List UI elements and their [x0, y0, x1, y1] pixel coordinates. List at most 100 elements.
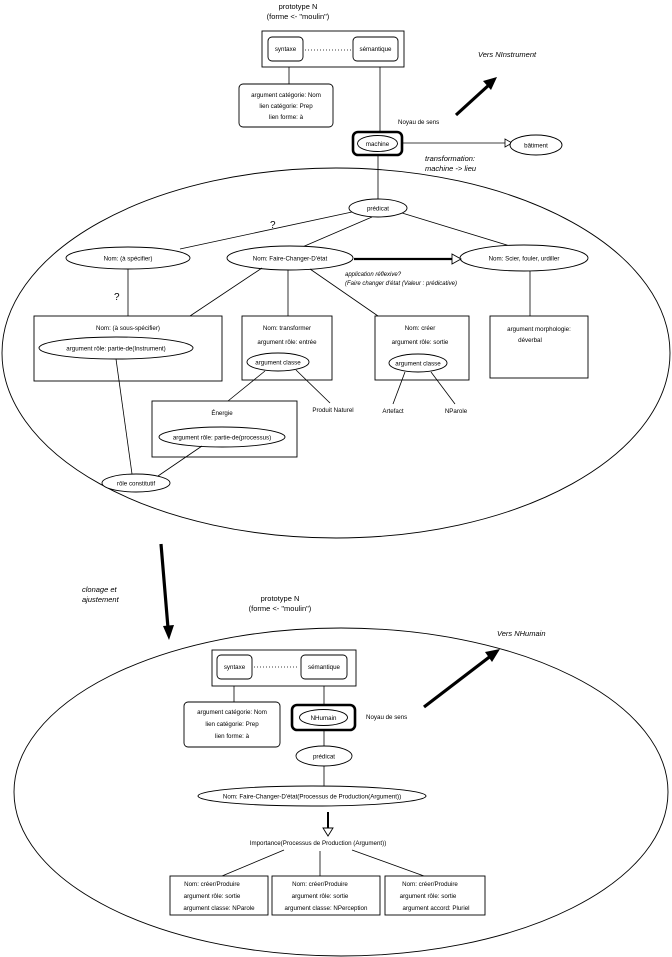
top-vers-arrowhead — [483, 77, 497, 90]
bottom-prototype-form: (forme <- "moulin") — [249, 604, 312, 613]
box2-classe-ellipse — [246, 352, 310, 372]
box1-role-label: argument rôle: partie-de(Instrument) — [66, 346, 165, 353]
bottom-box1 — [169, 875, 269, 916]
box1-title: Nom: (à sous-spécifier) — [96, 325, 160, 332]
bottom-box2 — [271, 875, 381, 916]
transformation-line: transformation: — [425, 154, 475, 163]
bottom-syntax-info-line: lien catégorie: Prep — [205, 721, 259, 728]
box3-to-parole — [430, 371, 456, 405]
parole-label: NParole — [445, 408, 468, 415]
bottom-box2-line: argument rôle: sortie — [292, 893, 349, 900]
top-prototype-form: (forme <- "moulin") — [267, 12, 330, 21]
bottom-faire-changer-ellipse — [197, 785, 427, 807]
box3-classe-ellipse — [388, 353, 448, 373]
question-mark: ? — [114, 292, 120, 303]
clonage-line: clonage et — [82, 585, 118, 594]
bottom-vers-arrow — [423, 653, 493, 709]
predicat-to-a-specifier — [179, 211, 353, 250]
box3-title: Nom: créer — [405, 325, 436, 332]
produit-naturel-label: Produit Naturel — [312, 407, 353, 414]
bottom-box2-line: Nom: créer/Produire — [292, 881, 348, 888]
question-mark: ? — [270, 220, 276, 231]
bottom-syntax-info-line: lien forme: à — [215, 733, 250, 740]
application-line: (Faire changer d'état (Valeur : prédicat… — [345, 281, 457, 287]
top-syntax-info-box — [238, 83, 334, 128]
box1-to-role-constitutif — [115, 358, 133, 475]
application-line: application réflexive? — [345, 272, 402, 278]
importance-to-box3 — [351, 849, 425, 877]
bottom-semantique-box — [300, 654, 348, 680]
box4-line: déverbal — [518, 337, 542, 344]
top-predicat-ellipse — [348, 198, 408, 218]
top-predicat-label: prédicat — [367, 206, 389, 213]
predicat-to-scier — [401, 212, 511, 247]
bottom-semantique-label: sémantique — [308, 664, 341, 671]
importance-to-box1 — [221, 849, 285, 877]
bottom-core-ellipse — [299, 709, 348, 726]
bottom-vers-arrowhead — [485, 649, 500, 662]
batiment-ellipse — [509, 134, 563, 156]
bottom-box2-line: argument classe: NPerception — [285, 905, 368, 912]
bottom-box3 — [384, 875, 486, 916]
predicat-to-faire-changer — [299, 216, 373, 249]
energie-role-ellipse — [158, 426, 286, 448]
role-constitutif-label: rôle constitutif — [117, 481, 155, 488]
faire-changer-to-box1 — [189, 267, 263, 317]
box4-line: argument morphologie: — [507, 326, 571, 333]
top-syntaxe-label: syntaxe — [275, 46, 297, 53]
energie-to-role-constitutif — [157, 445, 203, 477]
box2-classe-label: argument classe — [255, 360, 301, 367]
top-syntax-info-line: lien forme: à — [269, 114, 304, 121]
bottom-box1-line: Nom: créer/Produire — [184, 881, 240, 888]
batiment-label: bâtiment — [524, 143, 548, 150]
bottom-syntax-info-line: argument catégorie: Nom — [197, 709, 267, 716]
clonage-arrow — [159, 543, 170, 629]
bottom-syntax-info-box — [183, 701, 281, 748]
box2-role: argument rôle: entrée — [257, 339, 317, 346]
nom-faire-changer-ellipse — [226, 245, 354, 271]
importance-label: Importance(Processus de Production (Argu… — [250, 840, 387, 847]
box2-title: Nom: transformer — [263, 325, 311, 332]
bottom-box3-line: Nom: créer/Produire — [402, 881, 458, 888]
faire-changer-to-box3 — [309, 268, 379, 317]
bottom-core-label: NHumain — [311, 715, 337, 722]
box4 — [489, 315, 589, 379]
top-vers-label: Vers NInstrument — [478, 50, 537, 59]
top-semantique-label: sémantique — [360, 46, 393, 53]
energie-title: Énergie — [211, 410, 233, 417]
top-noyau-label: Noyau de sens — [398, 119, 439, 126]
top-vers-arrow — [454, 82, 492, 117]
nom-a-specifier-label: Nom: (à spécifier) — [104, 256, 153, 263]
box3-to-artefact — [392, 371, 406, 405]
clonage-arrowhead — [163, 625, 174, 640]
clonage-line: ajustement — [82, 595, 120, 604]
top-core-ellipse — [357, 135, 398, 152]
bottom-syntaxe-label: syntaxe — [224, 664, 246, 671]
open-arrowhead — [504, 138, 513, 148]
open-arrowhead — [451, 253, 462, 265]
top-syntax-info-line: argument catégorie: Nom — [251, 92, 321, 99]
top-prototype-title: prototype N — [279, 2, 318, 11]
energie-role-label: argument rôle: partie-de(processus) — [173, 435, 271, 442]
bottom-prototype-title: prototype N — [261, 594, 300, 603]
top-syntax-info-line: lien catégorie: Prep — [259, 103, 313, 110]
top-big-ellipse — [1, 167, 671, 539]
bottom-faire-changer-label: Nom: Faire-Changer-D'état(Processus de P… — [223, 794, 401, 801]
bottom-big-ellipse — [13, 627, 669, 957]
nom-scier-label: Nom: Scier, fouler, urdiller — [489, 256, 560, 263]
box2-to-produit — [295, 369, 331, 404]
bottom-box1-line: argument classe: NParole — [183, 905, 255, 912]
bottom-noyau-label: Noyau de sens — [366, 714, 407, 721]
top-semantique-box — [352, 36, 399, 62]
bottom-vers-label: Vers NHumain — [497, 629, 546, 638]
box3-role: argument rôle: sortie — [392, 339, 449, 346]
bottom-box1-line: argument rôle: sortie — [184, 893, 241, 900]
open-arrowhead — [322, 827, 334, 837]
transformation-line: machine -> lieu — [425, 164, 477, 173]
top-core-label: machine — [366, 141, 390, 148]
bottom-box3-line: argument rôle: sortie — [400, 893, 457, 900]
bottom-predicat-label: prédicat — [313, 754, 335, 761]
bottom-syntaxe-box — [216, 654, 253, 680]
box2-to-energie — [227, 370, 266, 402]
